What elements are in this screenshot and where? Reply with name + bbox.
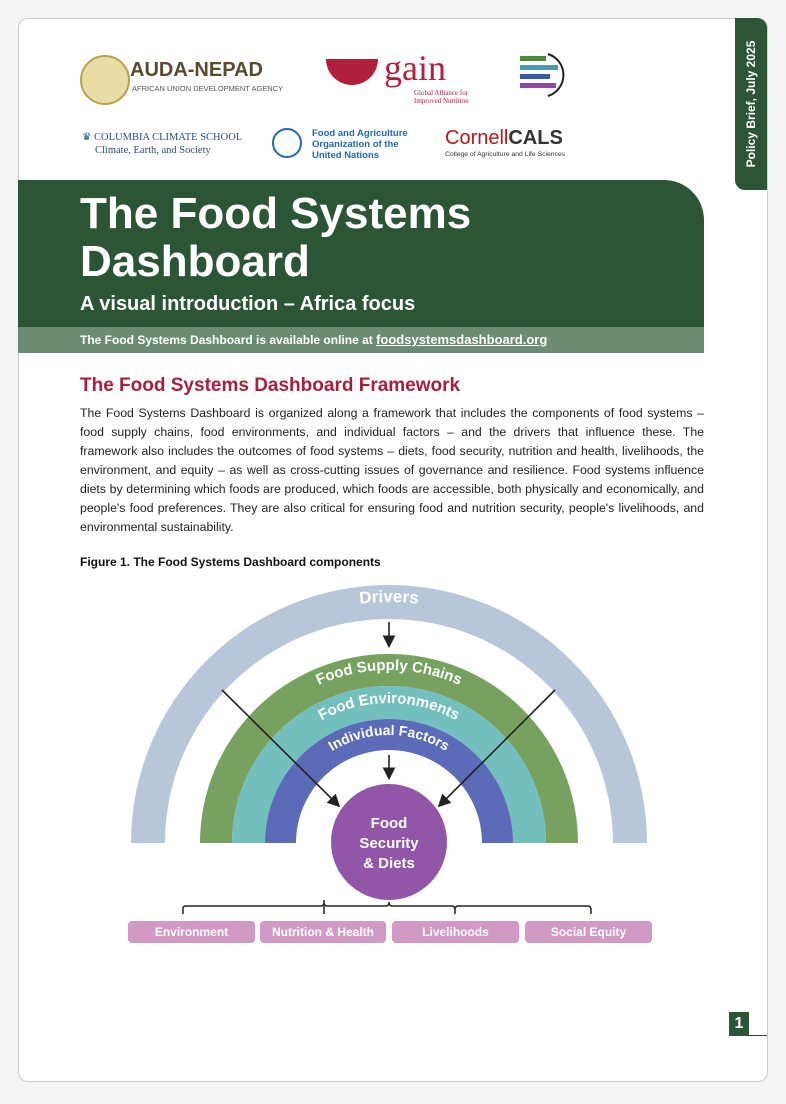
columbia-sub: Climate, Earth, and Society	[95, 145, 211, 156]
side-tab: Policy Brief, July 2025	[735, 18, 767, 190]
availability-bar: The Food Systems Dashboard is available …	[18, 327, 704, 353]
fao-line1: Food and Agriculture	[312, 128, 408, 139]
fao-line2: Organization of the	[312, 139, 399, 150]
driver-arrow-right	[437, 689, 556, 808]
page-subtitle: A visual introduction – Africa focus	[80, 293, 416, 315]
gain-sub1: Global Alliance for	[414, 89, 469, 97]
food-systems-dashboard-logo-icon	[520, 53, 565, 97]
outcome-livelihoods: Livelihoods	[392, 921, 519, 943]
page-number: 1	[729, 1012, 749, 1036]
fao-emblem-icon	[272, 128, 302, 158]
center-label-2: Security	[359, 835, 419, 852]
page-number-rule	[749, 1035, 767, 1036]
figure-caption: Figure 1. The Food Systems Dashboard com…	[80, 555, 381, 569]
cornell-cals-logo: CornellCALS College of Agriculture and L…	[445, 127, 565, 159]
outcome-bracket	[182, 900, 592, 914]
individual-arc	[265, 719, 513, 843]
section-body: The Food Systems Dashboard is organized …	[80, 406, 704, 534]
outcome-environment: Environment	[128, 921, 255, 943]
outcome-nutrition-health: Nutrition & Health	[260, 921, 386, 943]
auda-name: AUDA-NEPAD	[130, 59, 263, 81]
gain-sub2: Improved Nutrition	[414, 97, 469, 105]
columbia-logo: ♛ COLUMBIA CLIMATE SCHOOL Climate, Earth…	[82, 131, 242, 157]
environments-arc	[232, 686, 546, 843]
cornell-name: Cornell	[445, 127, 509, 149]
cornell-sub: College of Agriculture and Life Sciences	[445, 151, 566, 158]
section-heading: The Food Systems Dashboard Framework	[80, 375, 461, 396]
center-label-3: & Diets	[363, 855, 415, 872]
center-label-1: Food	[371, 815, 408, 832]
availability-text: The Food Systems Dashboard is available …	[80, 333, 377, 347]
website-link[interactable]: foodsystemsdashboard.org	[376, 332, 548, 347]
columbia-name: COLUMBIA CLIMATE SCHOOL	[94, 132, 243, 143]
crown-icon: ♛	[82, 132, 95, 143]
africa-emblem-icon	[80, 55, 130, 105]
gain-name: gain	[384, 48, 446, 88]
fao-line3: United Nations	[312, 150, 380, 161]
driver-arrow-left	[221, 689, 341, 808]
drivers-label: Drivers	[358, 587, 419, 608]
drivers-arc	[131, 585, 647, 843]
auda-sub: AFRICAN UNION DEVELOPMENT AGENCY	[132, 84, 284, 93]
cals-name: CALS	[508, 127, 563, 149]
supply-chains-arc	[200, 654, 578, 843]
center-circle	[331, 784, 447, 900]
outcome-social-equity: Social Equity	[525, 921, 652, 943]
